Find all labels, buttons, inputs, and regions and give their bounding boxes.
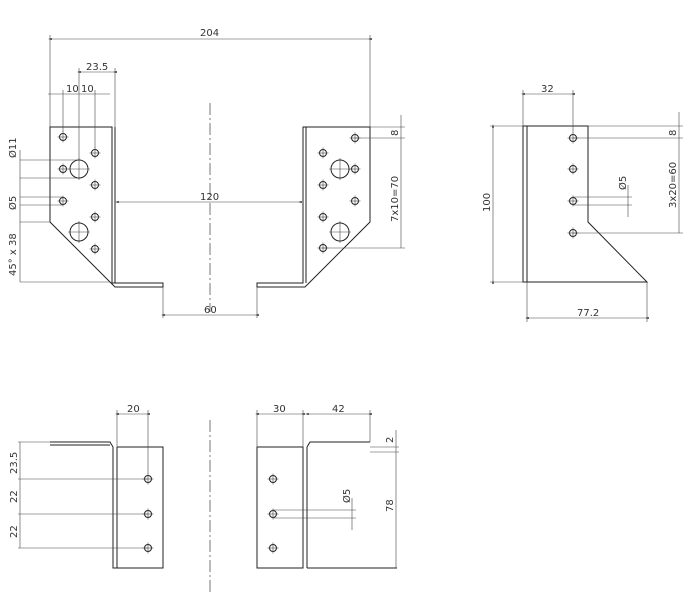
dim-hole-spacing: 7x10=70 — [390, 176, 401, 222]
front-holes — [57, 131, 361, 255]
dim-side-hole-diameter: Ø5 — [617, 176, 629, 190]
dim-hole-offset: 23.5 — [86, 62, 108, 73]
right-plate — [256, 126, 371, 288]
dim-bl-spacing-1: 22 — [9, 490, 20, 503]
left-plate — [49, 126, 164, 288]
dim-br-flange-width: 42 — [332, 404, 345, 415]
side-view: 32 100 77.2 8 3x20=60 Ø5 — [482, 84, 683, 322]
side-plate — [522, 125, 649, 283]
bottom-right-plate — [256, 446, 304, 569]
dim-small-hole: Ø5 — [7, 196, 19, 210]
dim-top-offset: 8 — [390, 130, 401, 136]
dim-br-thickness: 2 — [385, 437, 396, 443]
dim-overall-width: 204 — [200, 28, 219, 39]
dim-bl-spacing-2: 22 — [9, 525, 20, 538]
bottom-right-view: 30 42 2 78 Ø5 — [255, 404, 399, 569]
side-holes — [567, 132, 579, 239]
dim-bl-hole-offset: 20 — [127, 404, 140, 415]
dim-pitch-a: 10 — [66, 84, 79, 95]
bottom-left-holes — [142, 473, 154, 554]
front-view: 204 23.5 10 10 Ø11 Ø5 45° x 38 120 60 8 … — [7, 28, 405, 318]
bottom-left-plate — [50, 441, 164, 569]
bottom-right-holes — [267, 473, 279, 554]
bottom-left-view: 20 23.5 22 22 — [9, 404, 211, 592]
dim-br-plate-width: 30 — [273, 404, 286, 415]
dim-side-depth: 77.2 — [577, 308, 599, 319]
dim-bottom-width: 60 — [204, 305, 217, 316]
dim-large-hole: Ø11 — [7, 137, 19, 158]
dim-pitch-b: 10 — [81, 84, 94, 95]
dim-chamfer: 45° x 38 — [8, 233, 19, 276]
dim-side-hole-offset: 32 — [541, 84, 554, 95]
dim-side-top-offset: 8 — [668, 130, 679, 136]
dim-inner-width: 120 — [200, 192, 219, 203]
dim-br-hole-diameter: Ø5 — [341, 489, 353, 503]
flange — [306, 441, 370, 448]
dim-side-height: 100 — [482, 193, 493, 212]
dim-br-height: 78 — [385, 499, 396, 512]
dim-side-hole-spacing: 3x20=60 — [668, 162, 679, 208]
dim-bl-first-spacing: 23.5 — [9, 452, 20, 474]
